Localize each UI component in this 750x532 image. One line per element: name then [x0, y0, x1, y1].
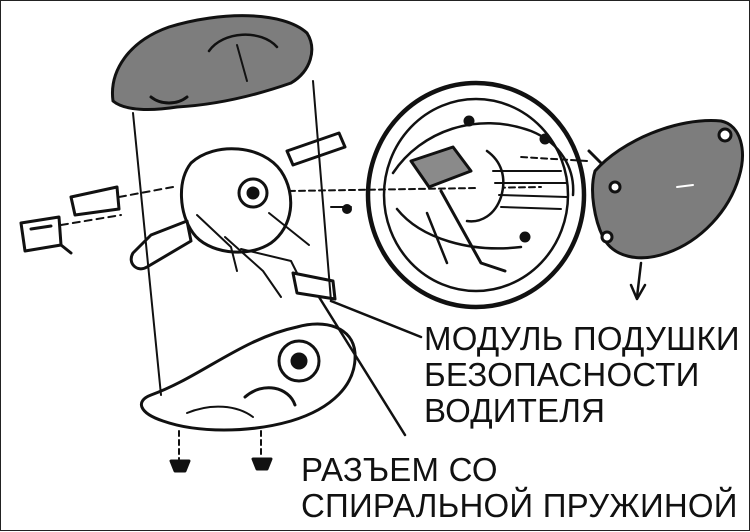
combination-switch [129, 131, 347, 301]
spiral-connector-label-line-2: СПИРАЛЬНОЙ ПРУЖИНОЙ [301, 487, 738, 524]
airbag-module-label-line-1: МОДУЛЬ ПОДУШКИ [424, 320, 740, 357]
airbag-module-label-line-3: ВОДИТЕЛЯ [424, 392, 606, 429]
spiral-connector-label-line-1: РАЗЪЕМ СО [301, 451, 498, 488]
steering-wheel [365, 80, 587, 310]
left-bolt-assembly [19, 185, 174, 255]
airbag-module [520, 119, 744, 260]
lower-column-cover [139, 322, 357, 432]
lower-screws [169, 430, 273, 473]
leader-lines [317, 261, 647, 437]
spiral-connector-label: РАЗЪЕМ СО СПИРАЛЬНОЙ ПРУЖИНОЙ [301, 452, 738, 524]
airbag-module-label: МОДУЛЬ ПОДУШКИ БЕЗОПАСНОСТИ ВОДИТЕЛЯ [424, 321, 740, 429]
airbag-module-label-line-2: БЕЗОПАСНОСТИ [424, 356, 700, 393]
upper-column-cover [111, 14, 314, 111]
